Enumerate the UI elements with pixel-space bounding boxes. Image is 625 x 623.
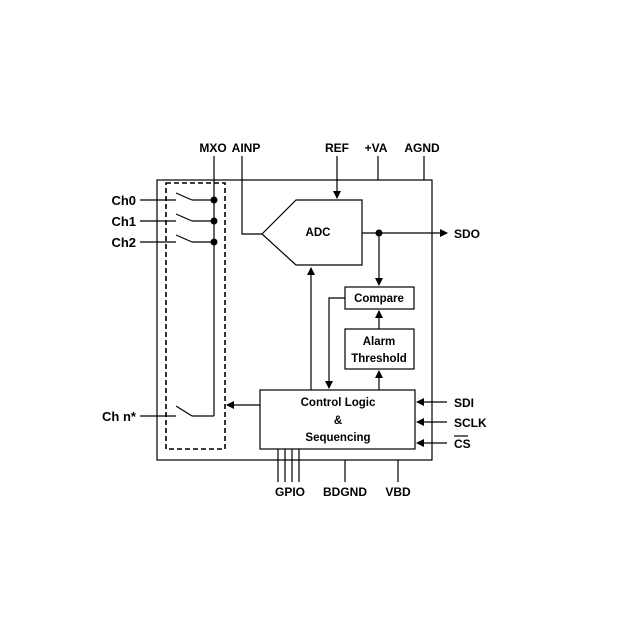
mux-switches bbox=[140, 192, 214, 417]
pin-label-sdo: SDO bbox=[454, 227, 480, 241]
mux-dashed-box bbox=[165, 182, 226, 450]
pin-label-gpio: GPIO bbox=[275, 485, 305, 499]
pin-label-ch0: Ch0 bbox=[111, 193, 136, 208]
compare-to-control-wire bbox=[325, 297, 345, 389]
pin-label-ainp: AINP bbox=[232, 141, 261, 155]
control-label-line3: Sequencing bbox=[305, 432, 370, 444]
pin-label-bdgnd: BDGND bbox=[323, 485, 367, 499]
chip-outline bbox=[156, 179, 433, 461]
ainp-wire bbox=[241, 156, 262, 235]
pin-label-mxo: MXO bbox=[199, 141, 226, 155]
pin-label-cs: CS bbox=[454, 437, 471, 451]
pin-label-ref: REF bbox=[325, 141, 349, 155]
control-label-line2: & bbox=[334, 415, 342, 427]
pin-label-va: +VA bbox=[365, 141, 388, 155]
pin-label-ch2: Ch2 bbox=[111, 235, 136, 250]
junction-dot bbox=[210, 196, 218, 204]
alarm-label-line2: Threshold bbox=[351, 353, 407, 365]
pin-label-chn: Ch n* bbox=[102, 409, 137, 424]
alarm-threshold-block bbox=[344, 328, 415, 370]
junction-dot bbox=[210, 217, 218, 225]
control-logic-block bbox=[259, 389, 416, 450]
adc-label: ADC bbox=[306, 227, 331, 239]
pin-label-ch1: Ch1 bbox=[111, 214, 136, 229]
alarm-label-line1: Alarm bbox=[363, 336, 396, 348]
gpio-wires bbox=[277, 449, 300, 482]
compare-label: Compare bbox=[354, 293, 404, 305]
pin-label-sdi: SDI bbox=[454, 396, 474, 410]
pin-label-agnd: AGND bbox=[404, 141, 440, 155]
pin-label-sclk: SCLK bbox=[454, 416, 487, 430]
pin-label-vbd: VBD bbox=[385, 485, 411, 499]
control-label-line1: Control Logic bbox=[301, 397, 376, 409]
junction-dot bbox=[210, 238, 218, 246]
